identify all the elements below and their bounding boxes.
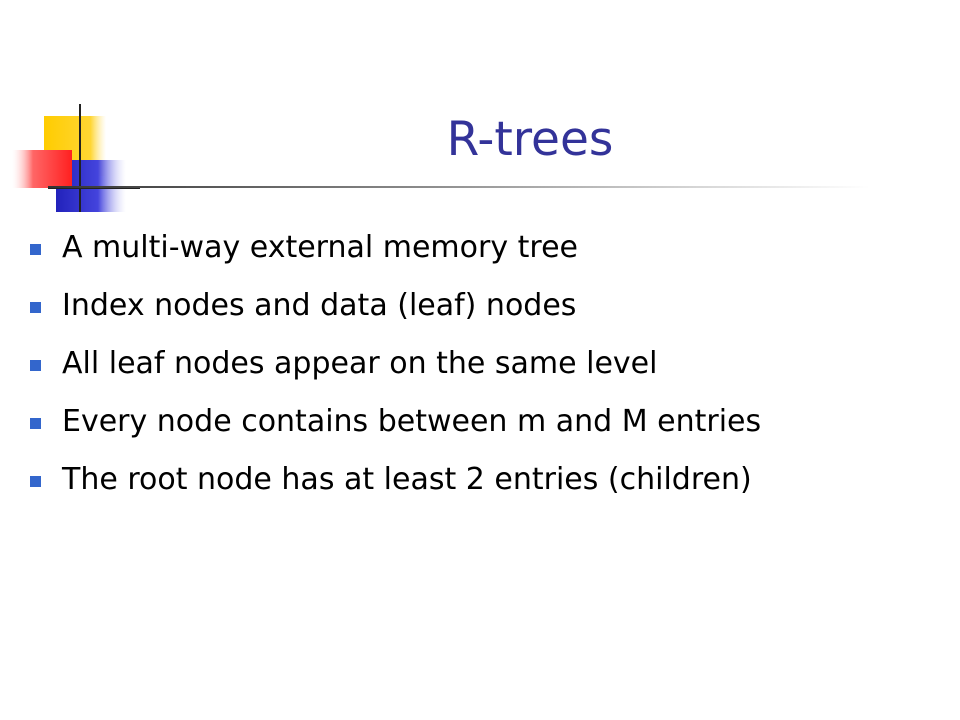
- square-bullet-icon: [30, 244, 41, 255]
- bullet-list: A multi-way external memory tree Index n…: [28, 228, 908, 518]
- bullet-text: The root node has at least 2 entries (ch…: [62, 462, 752, 497]
- square-bullet-icon: [30, 476, 41, 487]
- square-bullet-icon: [30, 418, 41, 429]
- bullet-item: A multi-way external memory tree: [28, 228, 908, 268]
- bullet-item: The root node has at least 2 entries (ch…: [28, 460, 908, 500]
- square-bullet-icon: [30, 360, 41, 371]
- slide-title: R-trees: [446, 112, 614, 167]
- bullet-text: Index nodes and data (leaf) nodes: [62, 288, 577, 323]
- bullet-item: Index nodes and data (leaf) nodes: [28, 286, 908, 326]
- bullet-text: A multi-way external memory tree: [62, 230, 578, 265]
- title-underline: [48, 186, 870, 188]
- bullet-text: All leaf nodes appear on the same level: [62, 346, 658, 381]
- bullet-text: Every node contains between m and M entr…: [62, 404, 762, 439]
- square-bullet-icon: [30, 302, 41, 313]
- bullet-item: All leaf nodes appear on the same level: [28, 344, 908, 384]
- bullet-item: Every node contains between m and M entr…: [28, 402, 908, 442]
